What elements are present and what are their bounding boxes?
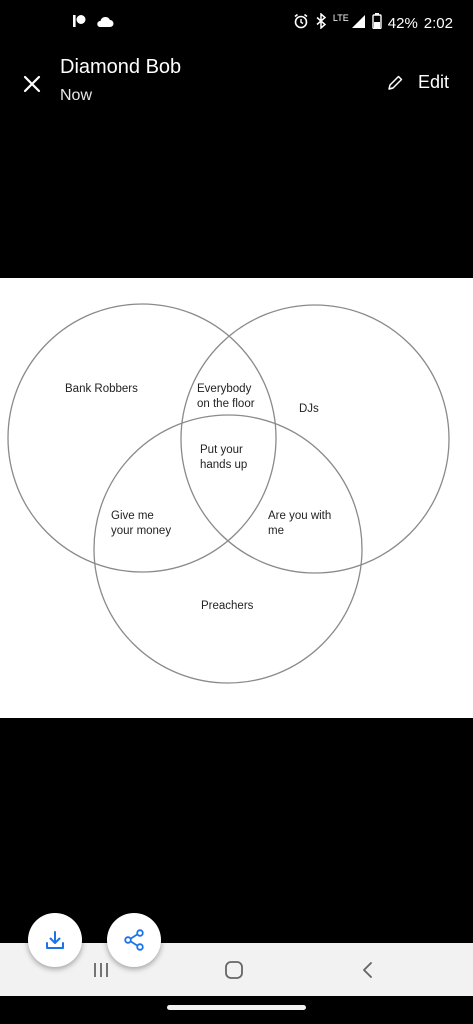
label-put-hands-line-1: Put your <box>200 444 243 456</box>
bluetooth-icon <box>315 12 327 33</box>
cloud-icon <box>96 15 114 33</box>
label-bank-robbers: Bank Robbers <box>65 383 138 395</box>
home-button[interactable] <box>219 956 249 984</box>
alarm-icon <box>293 13 309 33</box>
label-are-you-with-me: Are you with me <box>268 509 331 539</box>
label-put-hands-up: Put your hands up <box>200 443 247 473</box>
recents-icon <box>94 963 108 977</box>
label-djs: DJs <box>299 403 319 415</box>
label-put-hands-line-2: hands up <box>200 459 248 471</box>
home-icon <box>225 961 243 979</box>
timestamp: Now <box>60 87 93 104</box>
preachers-circle <box>93 414 363 684</box>
label-give-money-line-1: Give me <box>111 510 154 522</box>
share-button[interactable] <box>107 913 161 967</box>
image-viewer[interactable]: Bank Robbers Everybody on the floor DJs … <box>0 278 473 718</box>
label-give-money: Give me your money <box>111 509 171 539</box>
status-bar: LTE 42% 2:02 <box>0 0 473 46</box>
app-header: Diamond Bob Now Edit <box>0 46 473 126</box>
status-left <box>72 14 114 33</box>
label-give-money-line-2: your money <box>111 525 172 537</box>
back-button[interactable] <box>352 956 382 984</box>
label-everybody-line-1: Everybody <box>197 383 252 395</box>
download-icon <box>46 931 64 949</box>
share-icon <box>124 929 144 951</box>
signal-icon <box>351 14 366 33</box>
close-button[interactable] <box>18 70 46 98</box>
lte-label: LTE <box>332 13 349 23</box>
gesture-handle[interactable] <box>167 1005 306 1010</box>
venn-diagram <box>7 303 450 684</box>
pinterest-icon <box>72 14 86 33</box>
recents-button[interactable] <box>86 956 116 984</box>
label-are-you-line-2: me <box>268 525 284 537</box>
battery-percentage: 42% <box>387 14 418 32</box>
edit-label: Edit <box>417 72 449 92</box>
back-icon <box>363 962 372 978</box>
djs-circle <box>180 304 450 574</box>
download-button[interactable] <box>28 913 82 967</box>
battery-icon <box>372 13 382 33</box>
status-right: LTE 42% 2:02 <box>293 12 453 33</box>
close-icon <box>23 75 41 93</box>
pencil-icon <box>388 75 403 90</box>
bank-robbers-circle <box>7 303 277 573</box>
label-are-you-line-1: Are you with <box>268 510 332 522</box>
label-everybody-line-2: on the floor <box>197 398 255 410</box>
page-title: Diamond Bob <box>60 56 182 78</box>
edit-button[interactable]: Edit <box>386 72 449 93</box>
clock: 2:02 <box>423 14 453 32</box>
label-preachers: Preachers <box>201 600 254 612</box>
label-everybody-on-floor: Everybody on the floor <box>197 382 255 412</box>
